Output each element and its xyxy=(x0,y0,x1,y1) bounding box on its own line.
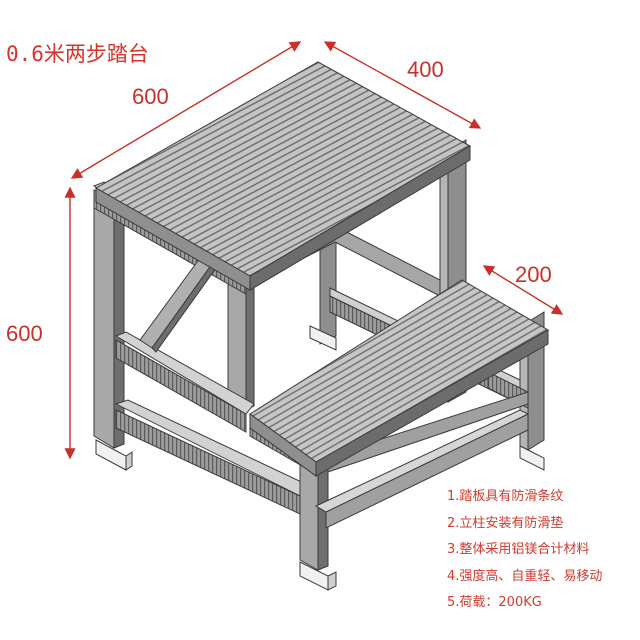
spec-notes: 1.踏板具有防滑条纹 2.立柱安装有防滑垫 3.整体采用铝镁合计材料 4.强度高… xyxy=(447,484,602,617)
dim-line-depth xyxy=(323,41,482,129)
spec-note: 3.整体采用铝镁合计材料 xyxy=(447,542,590,557)
page-title: 0.6米两步踏台 xyxy=(6,42,149,66)
dimension-lines xyxy=(64,41,564,460)
spec-note: 5.荷载：200KG xyxy=(447,595,542,610)
dimension-label-step: 200 xyxy=(515,262,552,287)
dim-line-width xyxy=(70,41,302,179)
spec-note: 4.强度高、自重轻、易移动 xyxy=(447,568,603,584)
dimension-label-height: 600 xyxy=(6,321,43,346)
spec-note: 1.踏板具有防滑条纹 xyxy=(447,489,564,504)
upper-tread xyxy=(94,61,472,291)
lower-tread xyxy=(249,279,550,477)
spec-note: 2.立柱安装有防滑垫 xyxy=(447,515,564,531)
dim-line-step xyxy=(482,265,564,315)
dimension-label-depth: 400 xyxy=(407,57,444,82)
dimension-label-width: 600 xyxy=(132,84,169,109)
step-side-frame xyxy=(315,371,529,477)
